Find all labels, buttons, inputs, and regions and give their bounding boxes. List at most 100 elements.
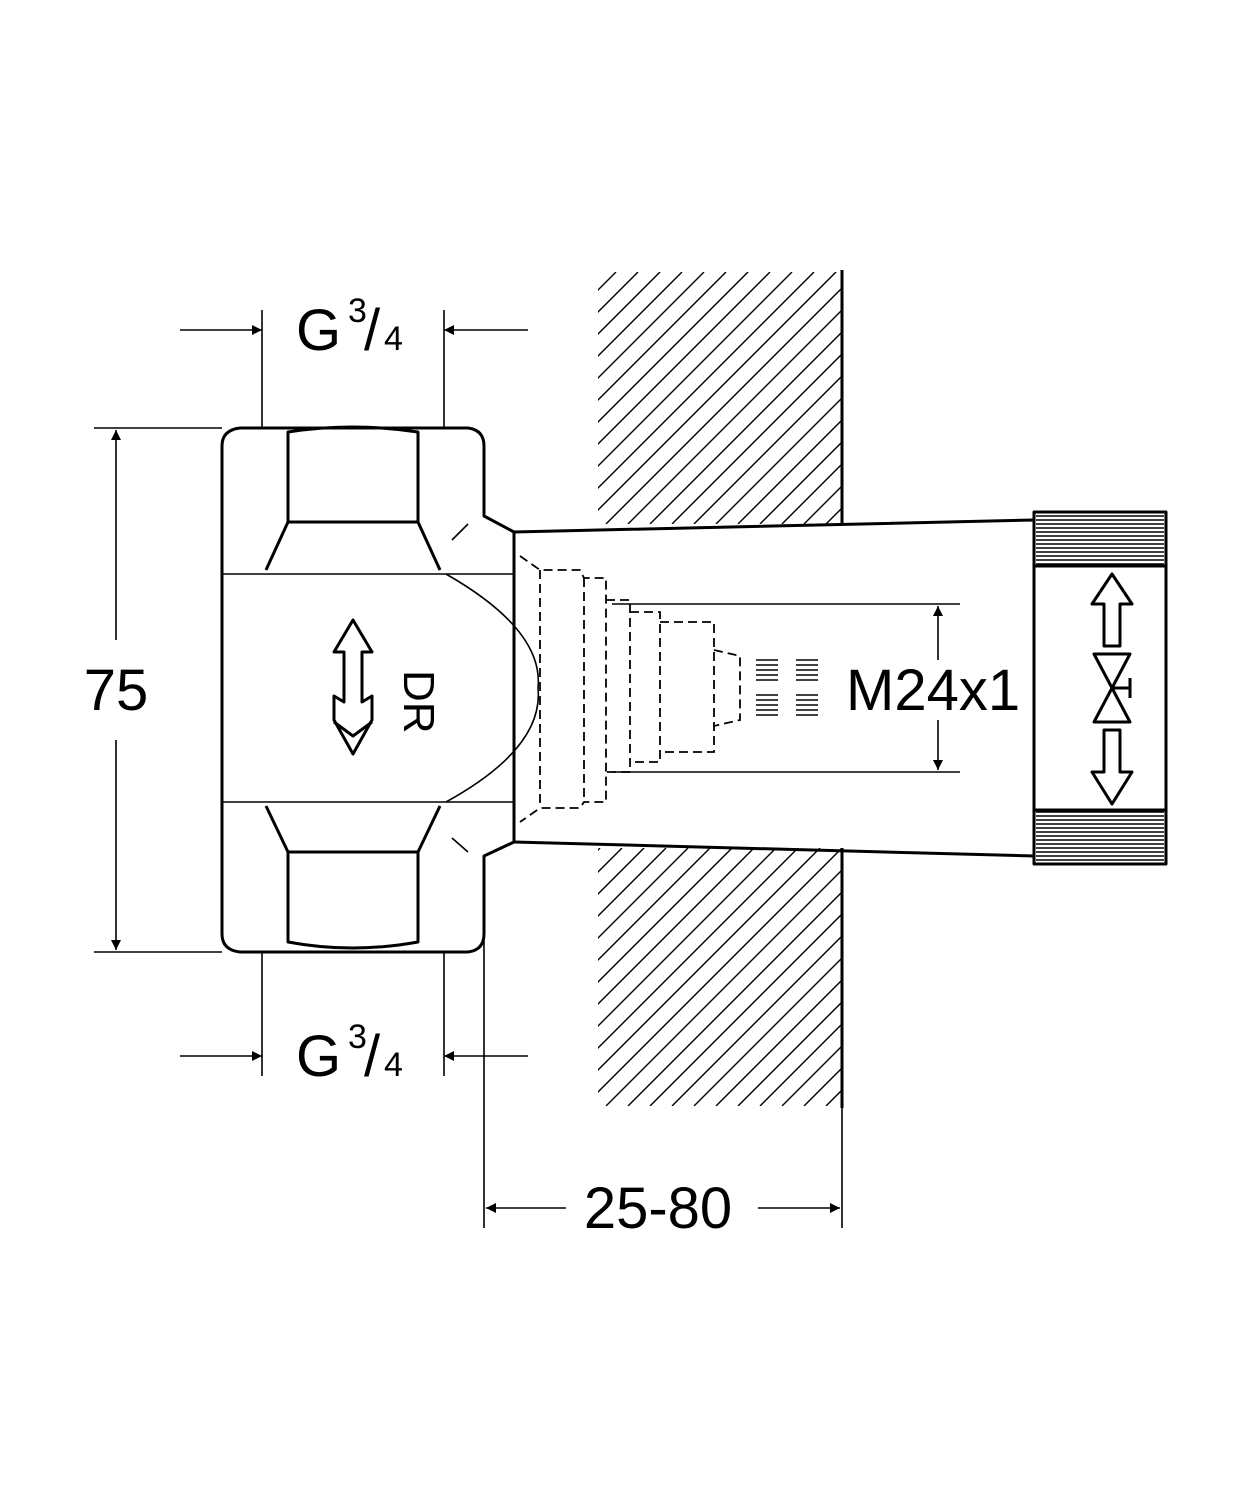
hatch-line [958, 272, 1210, 524]
thread-bottom-denominator: 4 [384, 1046, 403, 1084]
hatch-line [671, 935, 842, 1106]
hatch-line [693, 375, 842, 524]
hatch-line [598, 848, 755, 1005]
hatch-line [598, 272, 705, 379]
hatch-line [1112, 848, 1249, 1106]
bottom-nut-face [286, 850, 420, 950]
hatch-line [649, 913, 842, 1106]
hatch-line [1046, 848, 1249, 1106]
thread-top-numerator: 3 [348, 292, 367, 330]
wall-hatch-top [598, 272, 1249, 524]
hatch-line [598, 272, 617, 291]
hatch-line [598, 848, 711, 961]
hatch-line [598, 848, 799, 1049]
hatch-line [781, 1045, 842, 1106]
hatch-line [1068, 848, 1249, 1106]
handle-cap [1032, 510, 1168, 866]
hatch-line [598, 848, 667, 917]
hatch-line [598, 272, 815, 489]
hatch-line [936, 848, 1194, 1106]
hatch-line [781, 463, 842, 524]
flow-direction-arrow [332, 618, 374, 756]
hatch-line [936, 272, 1188, 524]
hatch-line [649, 331, 842, 524]
hatch-line [627, 309, 842, 524]
hatch-line [759, 441, 842, 524]
hatch-line [1024, 848, 1249, 1106]
hatch-line [1156, 848, 1249, 1106]
hatch-line [1002, 848, 1249, 1106]
hatch-line [980, 272, 1232, 524]
hatch-line [825, 507, 842, 524]
body-transition [451, 523, 469, 853]
hatch-line [1134, 848, 1249, 1106]
valve-body: DR [220, 425, 540, 954]
hatch-line [1024, 272, 1249, 524]
hidden-spindle-body [630, 611, 661, 763]
close-arrow-icon [1090, 728, 1134, 806]
hatch-line [605, 869, 842, 1106]
hatch-line [870, 272, 1122, 524]
hatch-line [1112, 272, 1249, 524]
hatch-line [598, 848, 821, 1071]
hatch-line [598, 848, 777, 1027]
hatch-line [870, 848, 1128, 1106]
hatch-line [1068, 272, 1249, 524]
hidden-spindle-tip [713, 649, 741, 727]
wall-section [320, 270, 1249, 1108]
body-curve [445, 573, 540, 803]
hatch-line [671, 353, 842, 524]
hatch-line [892, 848, 1150, 1106]
hatch-line [715, 979, 842, 1106]
hatch-line [1002, 272, 1249, 524]
hatch-line [1178, 272, 1249, 524]
hatch-line [715, 397, 842, 524]
thread-top-denominator: 4 [384, 320, 403, 358]
hatch-line [627, 891, 842, 1106]
valve-symbol-icon [1092, 652, 1132, 724]
hatch-line [598, 272, 727, 401]
hatch-line [598, 272, 749, 423]
hatch-line [598, 272, 661, 335]
hatch-line [1046, 272, 1249, 524]
dimension-labels: G 3 / 4 G 3 / 4 75 M24x1 25-80 [84, 292, 1020, 1241]
hidden-spindle-head [660, 621, 715, 753]
hatch-line [848, 848, 1106, 1106]
valve-body-outline [220, 426, 516, 954]
cap-outline [1032, 510, 1168, 866]
hatch-line [914, 272, 1166, 524]
hatch-line [825, 1089, 842, 1106]
hatch-line [320, 848, 578, 1106]
thread-bottom-letter: G [296, 1024, 341, 1089]
cap-knurl-top [1036, 515, 1164, 565]
hidden-cartridge-step [606, 599, 631, 773]
hatch-line [759, 1023, 842, 1106]
open-arrow-icon [1090, 572, 1134, 648]
thread-top-letter: G [296, 298, 341, 363]
bottom-nut-chamfer [264, 805, 442, 853]
hatch-line [914, 848, 1172, 1106]
top-nut-face [286, 425, 420, 524]
spindle-serrations [756, 659, 818, 716]
hatch-line [598, 848, 842, 1093]
top-nut-chamfer [264, 521, 442, 571]
thread-bottom-slash: / [364, 1024, 381, 1089]
hidden-cartridge-outer [519, 555, 607, 823]
hatch-line [848, 272, 1100, 524]
hatch-line [1090, 272, 1249, 524]
hatch-line [598, 848, 733, 983]
hatch-line [598, 272, 683, 357]
hatch-line [598, 272, 837, 511]
hidden-cartridge-walls [539, 570, 585, 808]
hatch-line [693, 957, 842, 1106]
hatch-line [980, 848, 1238, 1106]
hatch-line [1178, 848, 1249, 1106]
hatch-line [1134, 272, 1249, 524]
flow-arrow-tail [333, 720, 373, 738]
wall-hatch-bottom [320, 848, 1249, 1106]
hatch-line [737, 419, 842, 524]
thread-bottom-numerator: 3 [348, 1018, 367, 1056]
hatch-line [737, 1001, 842, 1106]
dr-marking: DR [394, 670, 443, 734]
